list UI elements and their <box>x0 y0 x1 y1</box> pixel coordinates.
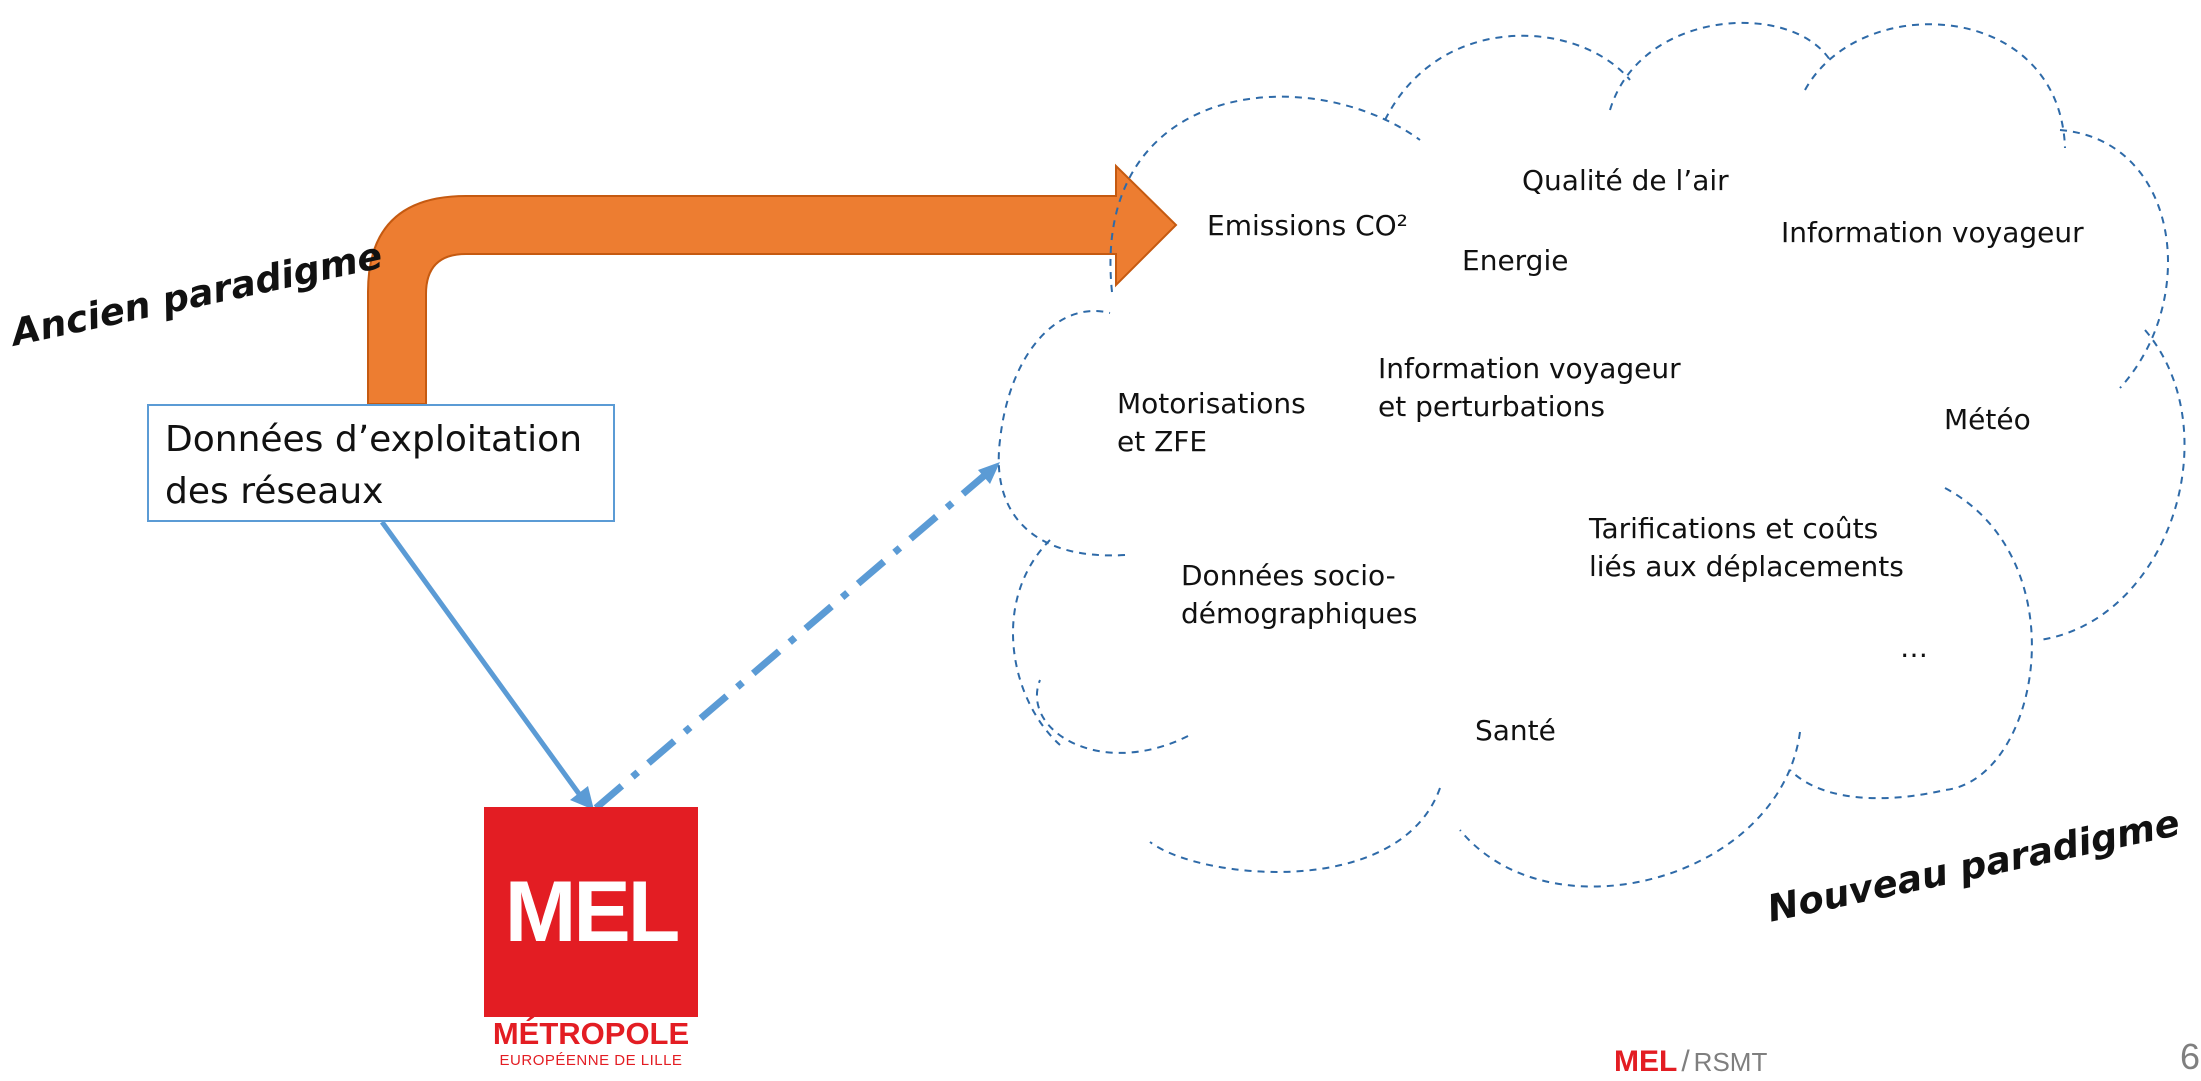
cloud-item-weather: Météo <box>1944 403 2031 436</box>
cloud-item-socio-demographic: Données socio- démographiques <box>1181 559 1418 630</box>
new-paradigm-arrowhead <box>978 462 1000 484</box>
cloud-item-traveler-info: Information voyageur <box>1781 216 2084 249</box>
footer-separator: / <box>1681 1045 1690 1078</box>
mel-logo-name: MÉTROPOLE <box>492 1016 690 1051</box>
mel-logo-word: MEL <box>504 864 681 960</box>
network-data-box: Données d’exploitation des réseaux <box>147 404 615 522</box>
cloud-item-pricing: Tarifications et coûts liés aux déplacem… <box>1589 512 1904 583</box>
cloud-item-ellipsis: … <box>1900 631 1928 664</box>
cloud-item-traveler-disruptions: Information voyageur et perturbations <box>1378 352 1681 423</box>
cloud-shape <box>997 21 2186 888</box>
footer-brand: MEL <box>1614 1045 1678 1078</box>
new-paradigm-arrow <box>593 472 988 811</box>
footer-org: RSMT <box>1693 1047 1768 1077</box>
cloud-item-health: Santé <box>1475 714 1556 747</box>
page-number: 6 <box>2180 1036 2201 1077</box>
mel-logo-square <box>484 807 698 1017</box>
cloud-item-motorisations: Motorisations et ZFE <box>1117 387 1306 458</box>
old-paradigm-arrow <box>367 163 1178 405</box>
cloud-item-air-quality: Qualité de l’air <box>1522 164 1729 197</box>
cloud-item-energy: Energie <box>1462 244 1569 277</box>
data-flow-arrowhead <box>570 786 594 810</box>
data-flow-arrow <box>379 520 585 800</box>
cloud-item-emissions: Emissions CO² <box>1207 209 1408 242</box>
mel-logo-subtitle: EUROPÉENNE DE LILLE <box>499 1052 683 1069</box>
mel-logo: MEL MÉTROPOLE EUROPÉENNE DE LILLE <box>484 807 698 1069</box>
footer: MEL/RSMT <box>1614 1045 1767 1079</box>
